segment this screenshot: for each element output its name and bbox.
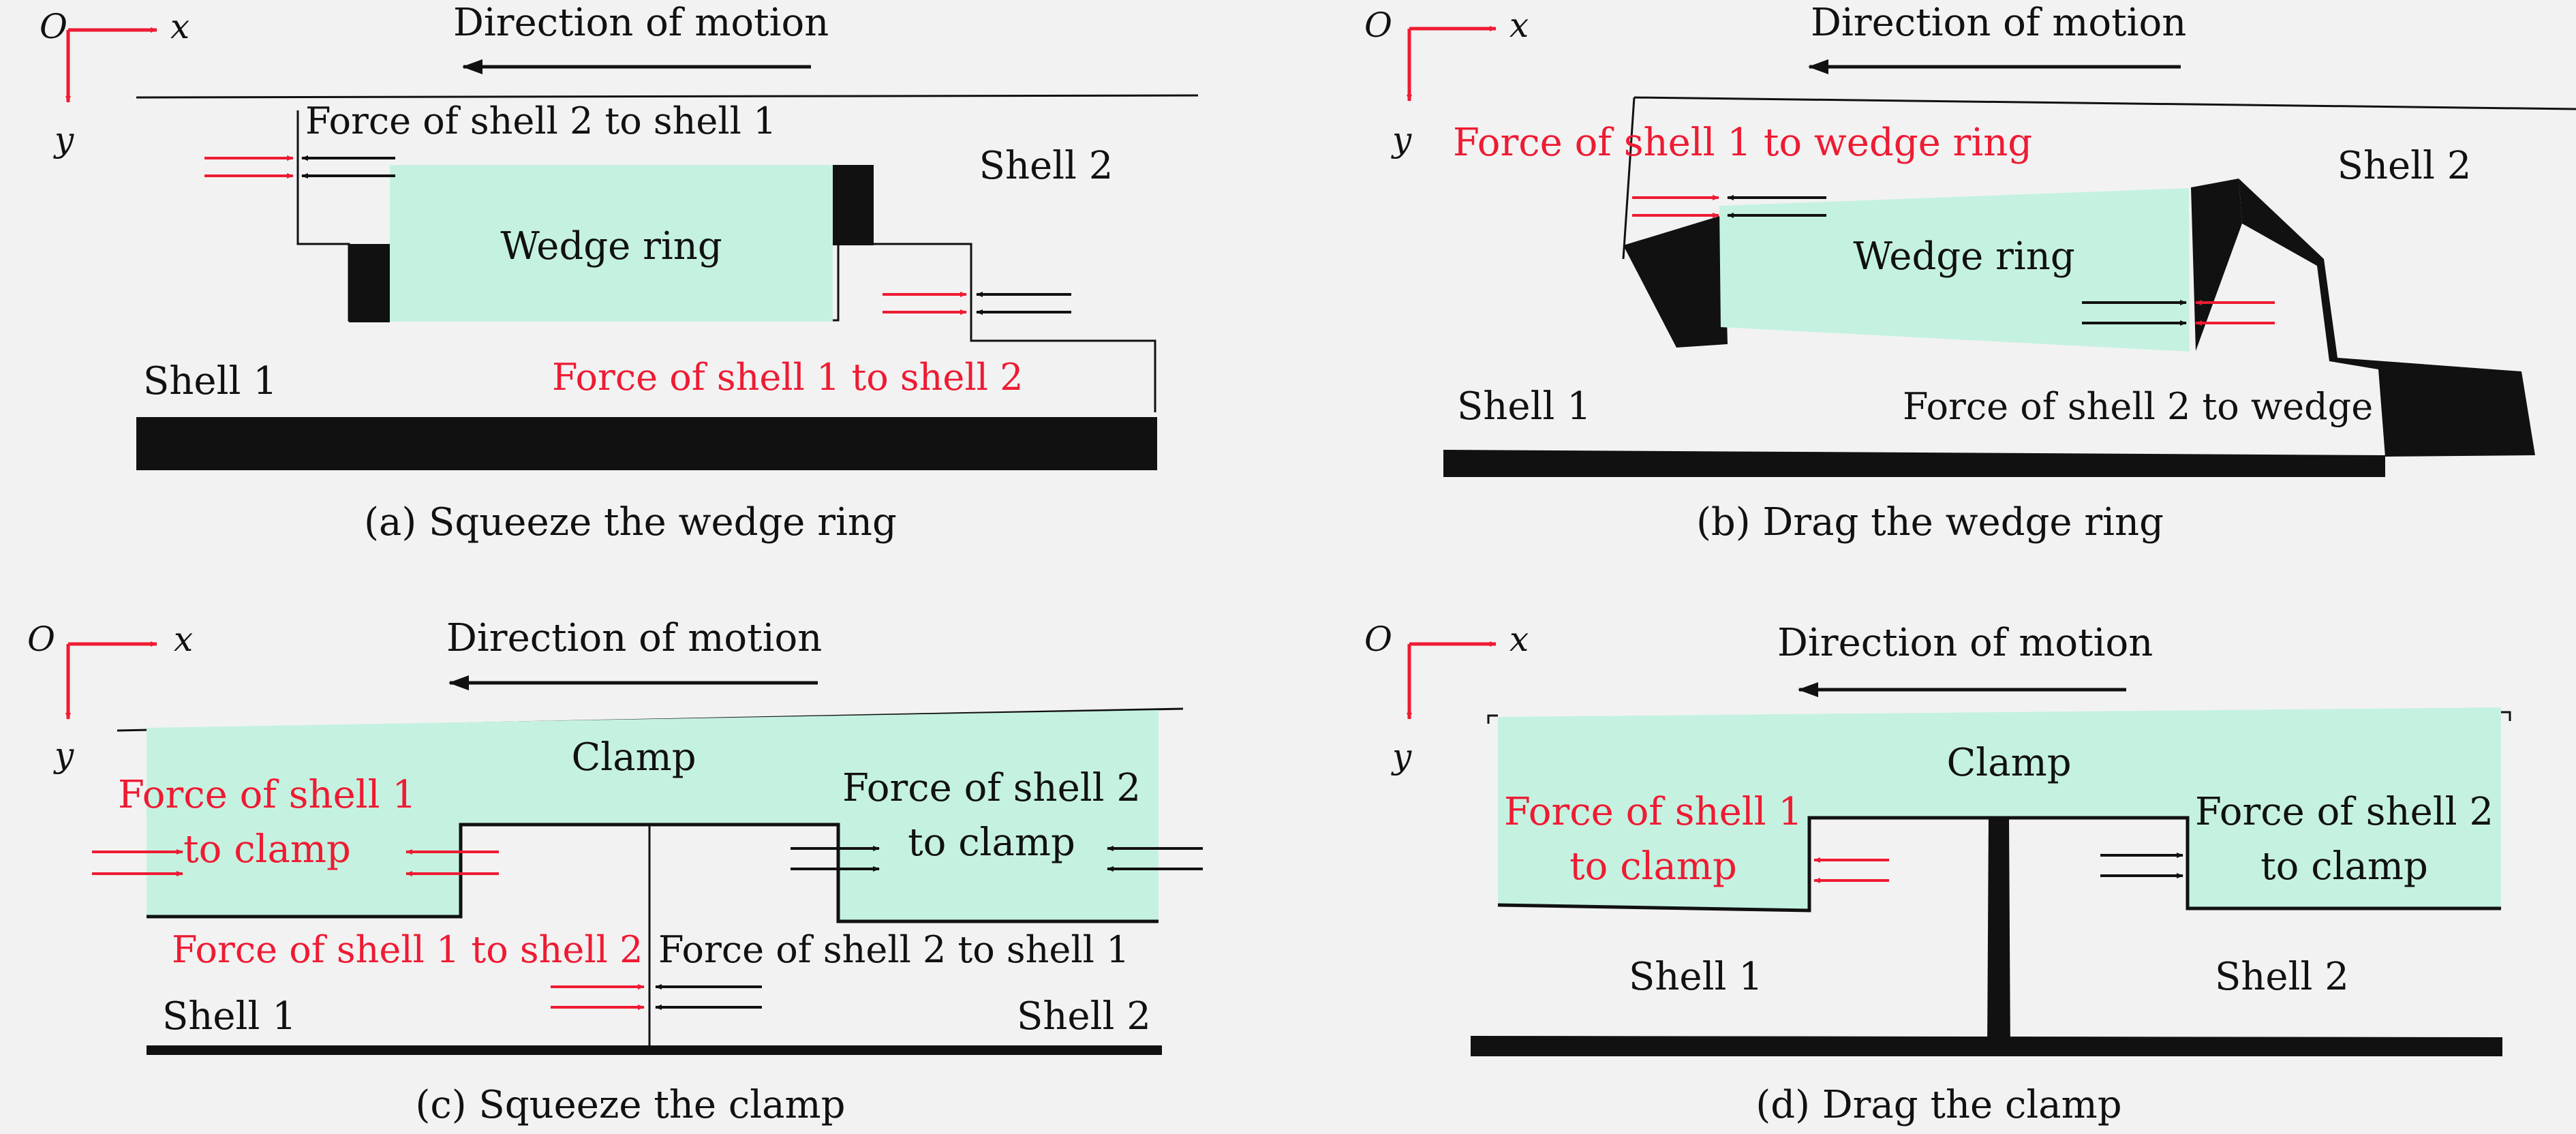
gap-right-a bbox=[833, 165, 874, 245]
force-arrows-clamp-left-c bbox=[92, 849, 499, 876]
force-black-clamp-line2-c: to clamp bbox=[908, 821, 1075, 865]
clamp-d bbox=[1498, 707, 2501, 910]
force-red-clamp-line1-d: Force of shell 1 bbox=[1504, 790, 1803, 834]
axes-c: O x y bbox=[27, 619, 193, 775]
shell2-top-edge-b bbox=[1634, 96, 2576, 110]
shell-gap-strip-b bbox=[2239, 179, 2535, 457]
force-black-clamp-line1-d: Force of shell 2 bbox=[2195, 790, 2494, 834]
force-arrows-right-b bbox=[2082, 300, 2275, 326]
shell2-label-a: Shell 2 bbox=[979, 144, 1114, 188]
origin-label-d: O bbox=[1364, 619, 1392, 659]
force-red-clamp-line2-c: to clamp bbox=[183, 827, 351, 872]
axes-a: O x y bbox=[40, 7, 189, 159]
direction-label-d: Direction of motion bbox=[1777, 621, 2153, 665]
shell-joint-d bbox=[1987, 818, 2010, 1055]
x-axis-label-c: x bbox=[174, 619, 193, 659]
force-arrows-shell-c bbox=[551, 984, 762, 1010]
direction-label-a: Direction of motion bbox=[453, 1, 829, 45]
y-axis-label-a: y bbox=[53, 120, 74, 159]
clamp-right-tab-d bbox=[2501, 711, 2511, 721]
x-axis-label-d: x bbox=[1509, 619, 1529, 659]
x-axis-label-b: x bbox=[1509, 5, 1529, 45]
shell-bottom-d bbox=[1471, 1036, 2502, 1056]
direction-label-b: Direction of motion bbox=[1811, 1, 2186, 45]
force-arrows-clamp-left-d bbox=[1813, 857, 1889, 883]
y-axis-label-d: y bbox=[1391, 737, 1412, 776]
force-black-label-b: Force of shell 2 to wedge ring bbox=[1903, 385, 2462, 428]
shell2-label-d: Shell 2 bbox=[2215, 955, 2349, 999]
y-axis-label-b: y bbox=[1391, 120, 1412, 159]
origin-label-b: O bbox=[1364, 5, 1392, 45]
shell-left-edge-b bbox=[1622, 97, 1636, 260]
force-red-shell-label-c: Force of shell 1 to shell 2 bbox=[172, 928, 643, 971]
shell1-bottom-b bbox=[1443, 450, 2385, 477]
origin-label-a: O bbox=[40, 7, 67, 46]
force-red-label-a: Force of shell 1 to shell 2 bbox=[552, 356, 1023, 399]
gap-left-a bbox=[349, 244, 390, 322]
clamp-left-tab-d bbox=[1487, 714, 1498, 724]
caption-d: (d) Drag the clamp bbox=[1755, 1083, 2121, 1127]
caption-c: (c) Squeeze the clamp bbox=[416, 1083, 846, 1127]
component-label-b: Wedge ring bbox=[1853, 234, 2074, 279]
force-red-clamp-line2-d: to clamp bbox=[1569, 844, 1737, 889]
force-arrows-left-b bbox=[1632, 195, 1826, 218]
force-arrows-left-a bbox=[204, 155, 395, 179]
component-label-d: Clamp bbox=[1946, 741, 2071, 785]
caption-a: (a) Squeeze the wedge ring bbox=[364, 500, 897, 545]
clamp-c bbox=[147, 710, 1159, 921]
force-arrows-clamp-right-d bbox=[2100, 853, 2183, 878]
panel-c: O x y Direction of motion Clamp Force of… bbox=[27, 616, 1203, 1127]
force-black-label-a: Force of shell 2 to shell 1 bbox=[305, 99, 776, 142]
shell2-label-c: Shell 2 bbox=[1017, 994, 1151, 1039]
wedge-ring-a bbox=[390, 165, 833, 322]
force-black-clamp-line2-d: to clamp bbox=[2260, 844, 2428, 889]
force-red-label-b: Force of shell 1 to wedge ring bbox=[1453, 121, 2032, 165]
panel-d: O x y Direction of motion Clamp Force of… bbox=[1364, 619, 2511, 1127]
axes-d: O x y bbox=[1364, 619, 1529, 776]
y-axis-label-c: y bbox=[53, 735, 74, 775]
direction-label-c: Direction of motion bbox=[446, 616, 822, 660]
shell-bottom-c bbox=[147, 1045, 1162, 1055]
force-red-clamp-line1-c: Force of shell 1 bbox=[118, 773, 416, 817]
shell1-label-a: Shell 1 bbox=[143, 359, 277, 403]
shell1-label-c: Shell 1 bbox=[162, 994, 296, 1039]
shell2-label-b: Shell 2 bbox=[2337, 144, 2472, 188]
shell1-label-d: Shell 1 bbox=[1629, 955, 1763, 999]
x-axis-label-a: x bbox=[170, 7, 189, 46]
component-label-a: Wedge ring bbox=[500, 224, 722, 269]
shell1-bottom-a bbox=[136, 417, 1157, 470]
panel-a: O x y Direction of motion Wedge ring She… bbox=[40, 1, 1199, 545]
gap-right-b bbox=[2191, 179, 2242, 351]
panel-b: O x y Direction of motion Wedge ring She… bbox=[1364, 1, 2576, 545]
shell1-label-b: Shell 1 bbox=[1457, 384, 1591, 429]
force-arrows-right-a bbox=[883, 292, 1071, 315]
origin-label-c: O bbox=[27, 619, 55, 659]
axes-b: O x y bbox=[1364, 5, 1529, 159]
gap-left-b bbox=[1623, 215, 1728, 348]
force-black-clamp-line1-c: Force of shell 2 bbox=[842, 766, 1141, 810]
caption-b: (b) Drag the wedge ring bbox=[1696, 500, 2164, 545]
wedge-ring-b bbox=[1719, 188, 2190, 352]
shell2-top-edge-a bbox=[136, 94, 1199, 99]
shell-outline-a bbox=[296, 110, 1156, 412]
force-arrows-clamp-right-c bbox=[791, 846, 1203, 872]
component-label-c: Clamp bbox=[571, 735, 696, 780]
force-black-shell-label-c: Force of shell 2 to shell 1 bbox=[658, 928, 1129, 971]
